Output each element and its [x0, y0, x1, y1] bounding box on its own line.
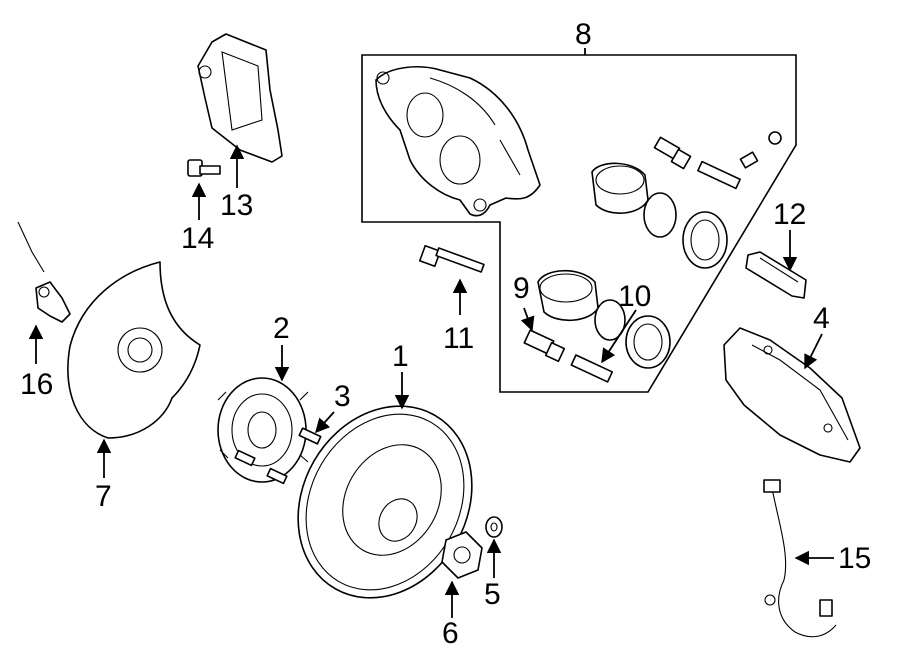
abs-sensor[interactable] [17, 221, 71, 323]
guide-pin-bolt[interactable] [523, 329, 566, 363]
callout-3-leader [315, 411, 335, 434]
caliper-bracket[interactable] [197, 33, 283, 163]
callout-9-leader [520, 307, 535, 332]
callout-label-11: 11 [443, 322, 474, 355]
callout-label-14: 14 [181, 222, 214, 255]
callout-4-leader [804, 333, 823, 370]
callout-label-8: 8 [575, 18, 592, 51]
piston-seal-upper[interactable] [643, 192, 677, 238]
callout-label-1: 1 [392, 340, 409, 373]
guide-pin[interactable] [570, 354, 614, 383]
caliper-piston-upper[interactable] [591, 162, 649, 215]
caliper-bolt[interactable] [418, 244, 485, 273]
caliper-body[interactable] [375, 66, 541, 217]
callout-label-15: 15 [838, 542, 871, 575]
wheel-stud[interactable] [298, 427, 322, 445]
hub-nut[interactable] [441, 531, 483, 579]
callout-label-10: 10 [618, 280, 651, 313]
pad-clip[interactable] [745, 251, 807, 299]
brake-pads[interactable] [723, 327, 861, 463]
callout-label-4: 4 [813, 302, 830, 335]
callout-label-9: 9 [513, 272, 530, 305]
callout-label-12: 12 [773, 198, 806, 231]
dust-boot-upper[interactable] [682, 211, 728, 269]
callout-label-5: 5 [484, 578, 501, 611]
bracket-bolt[interactable] [187, 159, 221, 177]
brake-hose[interactable] [763, 479, 837, 638]
caliper-piston-lower[interactable] [537, 270, 599, 322]
washer[interactable] [485, 516, 503, 538]
callout-label-13: 13 [220, 189, 253, 222]
small-bushing[interactable] [768, 131, 782, 145]
callout-label-7: 7 [95, 480, 112, 513]
callout-label-16: 16 [20, 368, 53, 401]
brake-rotor[interactable] [264, 374, 506, 629]
splash-shield[interactable] [67, 261, 201, 439]
dust-boot-lower[interactable] [625, 315, 671, 369]
caliper-kit-group-outline [361, 54, 797, 393]
guide-pin-upper[interactable] [697, 160, 741, 190]
callout-label-6: 6 [442, 617, 459, 650]
callout-label-3: 3 [334, 380, 351, 413]
wheel-hub[interactable] [217, 377, 309, 485]
piston-seal-lower[interactable] [594, 299, 626, 341]
callout-label-2: 2 [273, 312, 290, 345]
callout-10-leader [601, 309, 637, 364]
bleeder-cap[interactable] [739, 151, 759, 169]
bleeder-screw[interactable] [653, 136, 692, 170]
